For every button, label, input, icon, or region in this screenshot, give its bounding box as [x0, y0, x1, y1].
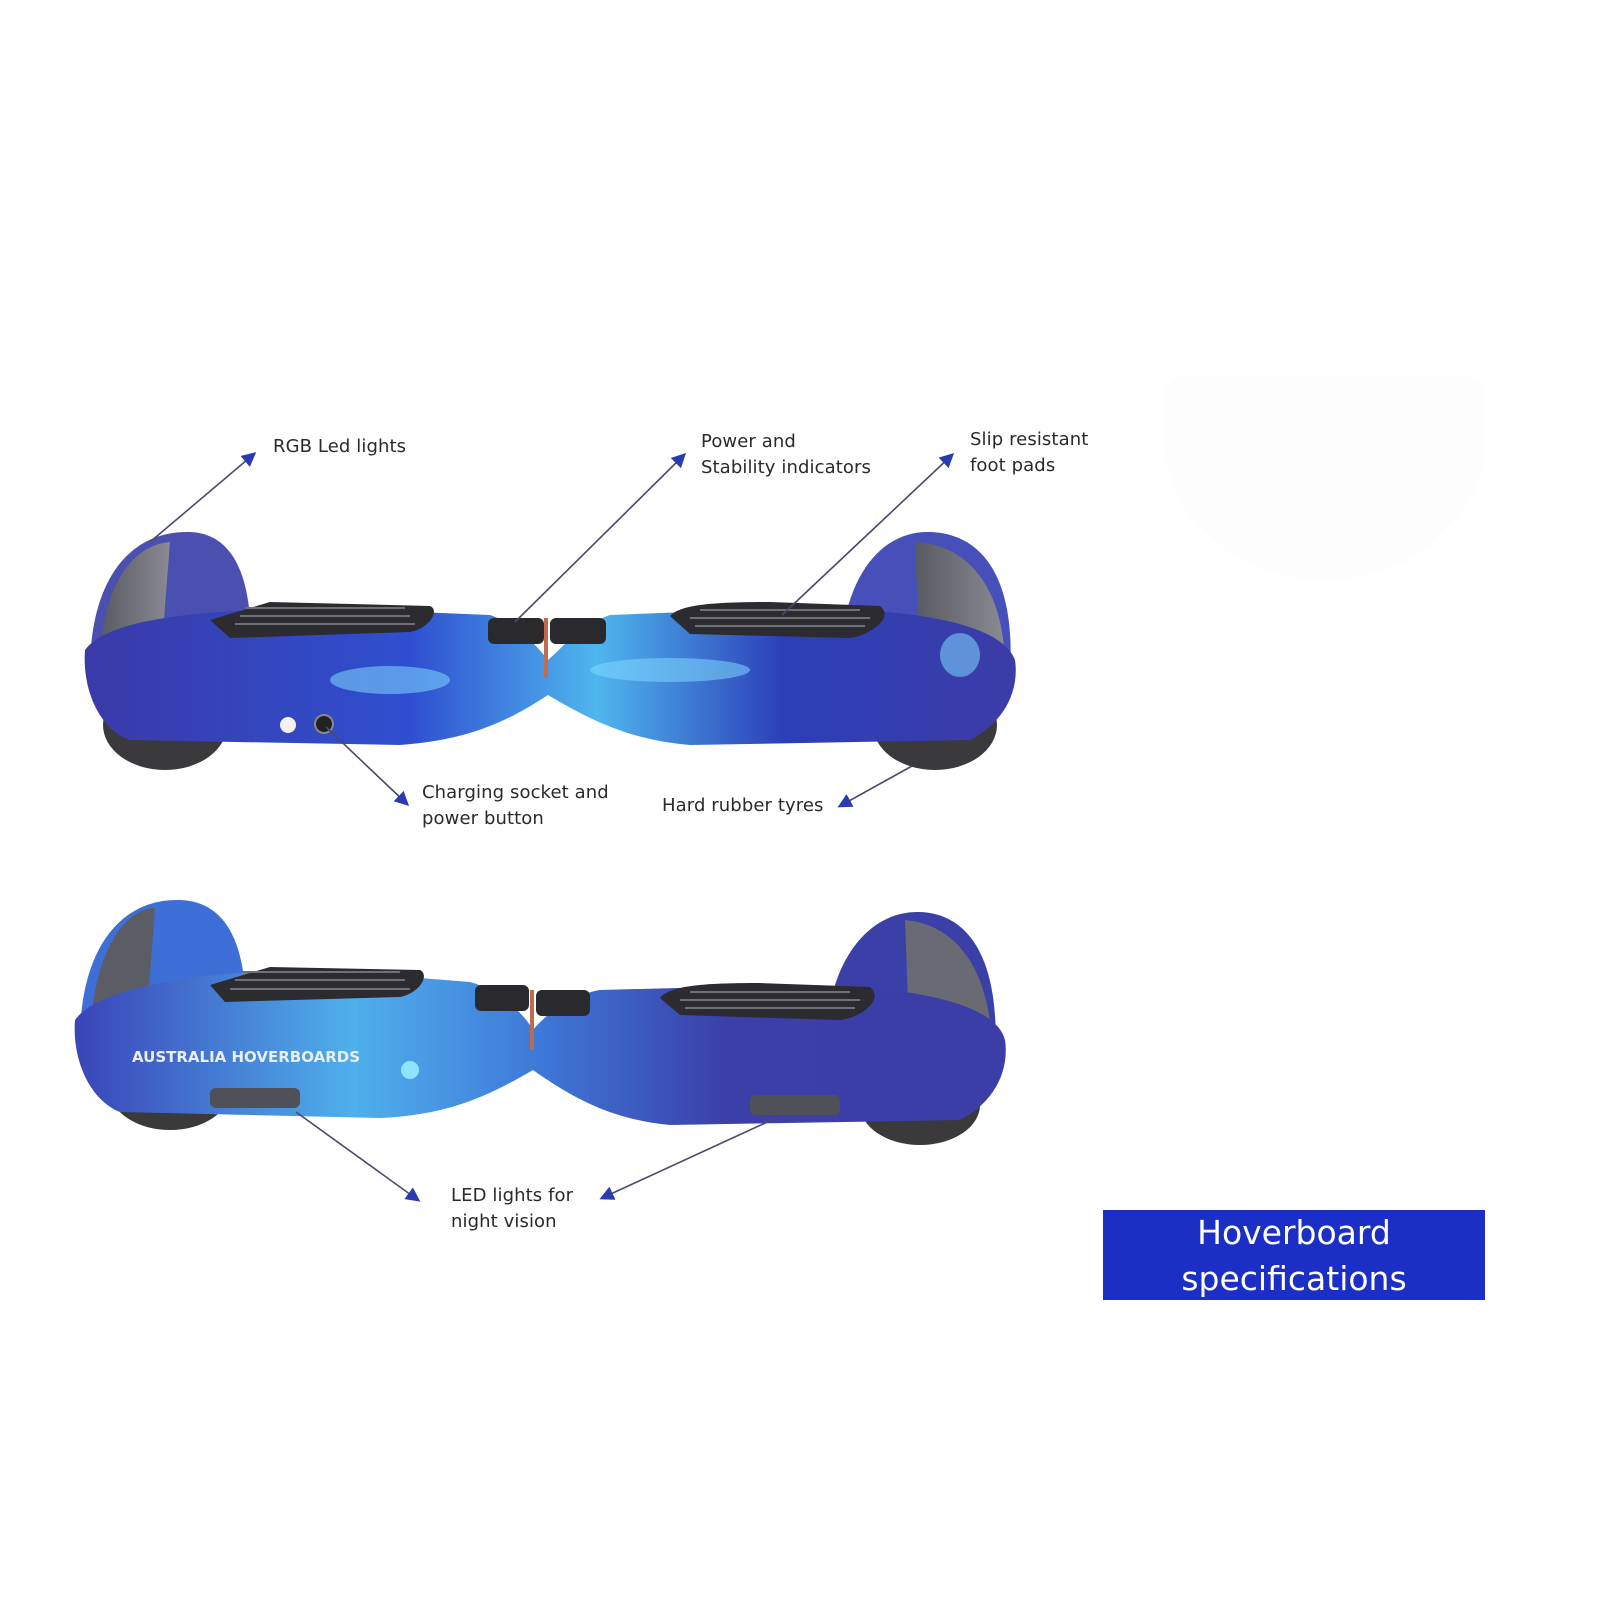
arrow-power-stability — [514, 452, 687, 623]
label-slip-resistant-foot-pads: Slip resistant foot pads — [970, 429, 1089, 476]
brand-print: AUSTRALIA HOVERBOARDS — [132, 1048, 360, 1066]
led-strip-left — [210, 1088, 300, 1108]
banner-line-2: specifications — [1181, 1259, 1407, 1298]
label-rgb-led-lights: RGB Led lights — [273, 436, 407, 457]
arrow-led-night-right — [599, 1117, 777, 1200]
title-banner: Hoverboard specifications — [1103, 1210, 1485, 1300]
label-power-stability-indicators: Power and Stability indicators — [701, 431, 871, 478]
power-button-icon — [280, 717, 296, 733]
label-charging-socket-power-button: Charging socket and power button — [422, 782, 609, 829]
label-led-lights-night-vision: LED lights for night vision — [451, 1185, 574, 1232]
hoverboard-image-top — [84, 531, 1016, 770]
arrow-charging-socket — [325, 726, 410, 806]
label-hard-rubber-tyres: Hard rubber tyres — [662, 795, 824, 816]
arrow-hard-rubber-tyres — [837, 765, 913, 808]
hoverboard-image-bottom: AUSTRALIA HOVERBOARDS — [74, 899, 1006, 1145]
arrow-rgb-led-lights — [149, 452, 257, 543]
arrow-foot-pads — [781, 453, 955, 616]
arrow-led-night-left — [295, 1111, 421, 1202]
led-strip-right — [750, 1095, 840, 1115]
banner-line-1: Hoverboard — [1197, 1213, 1391, 1252]
